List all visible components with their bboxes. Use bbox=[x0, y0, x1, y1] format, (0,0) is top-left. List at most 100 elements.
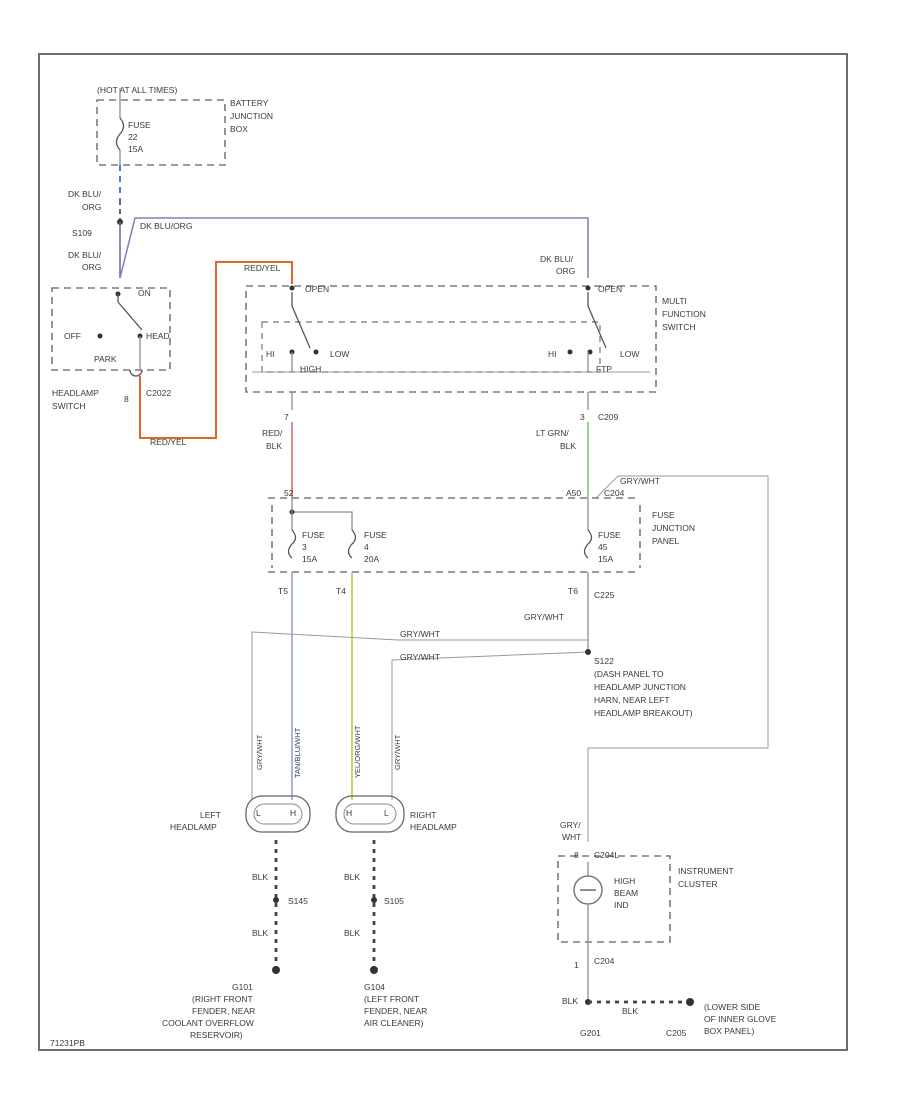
ground-g101-symbol bbox=[272, 966, 280, 974]
battery-box-name-3: BOX bbox=[230, 124, 248, 134]
right-pos-label: FTP bbox=[596, 364, 612, 374]
fuse-3-rating: 15A bbox=[302, 554, 317, 564]
diagram-frame bbox=[38, 53, 848, 1051]
crossover-wire bbox=[119, 217, 589, 279]
g201-location-3: BOX PANEL) bbox=[704, 1026, 755, 1036]
wire-above-splice-2: ORG bbox=[82, 202, 101, 212]
g104-line-3: FENDER, NEAR bbox=[364, 1006, 427, 1016]
left-ground-path: BLK S145 BLK G101 (RIGHT FRONT FENDER, N… bbox=[162, 840, 308, 1040]
ground-g201-label: G201 bbox=[580, 1028, 601, 1038]
cluster-connector-right: C205 bbox=[666, 1028, 687, 1038]
g101-line-5: RESERVOIR) bbox=[190, 1030, 243, 1040]
headlamp-switch-name-1: HEADLAMP bbox=[52, 388, 99, 398]
fuse-panel-name-1: FUSE bbox=[652, 510, 675, 520]
fuse-4-symbol bbox=[347, 529, 357, 559]
splice-wire-a: GRY/WHT bbox=[400, 629, 440, 639]
headlamp-switch: ON OFF HEAD PARK 8 C2022 HEADLAMP SWITCH bbox=[51, 287, 171, 411]
left-contact-label: OPEN bbox=[305, 284, 329, 294]
fuse-3-symbol bbox=[287, 529, 297, 559]
wire-above-splice-1: DK BLU/ bbox=[68, 189, 102, 199]
splice-s122-node bbox=[585, 649, 591, 655]
cluster-ground-wire-label: BLK bbox=[562, 996, 578, 1006]
g201-location-1: (LOWER SIDE bbox=[704, 1002, 761, 1012]
loop-wire-label: GRY/WHT bbox=[620, 476, 660, 486]
fuse-3-number: 3 bbox=[302, 542, 307, 552]
cluster-pin-bottom: 1 bbox=[574, 960, 579, 970]
fuse-45-label: FUSE bbox=[598, 530, 621, 540]
right-contact-label: OPEN bbox=[598, 284, 622, 294]
splice-s122-name-2: (DASH PANEL TO bbox=[594, 669, 664, 679]
fuse-45-symbol bbox=[583, 529, 593, 559]
indicator-line-1: HIGH bbox=[614, 876, 635, 886]
fuse-22-symbol bbox=[115, 117, 125, 151]
park-position: PARK bbox=[94, 354, 117, 364]
left-lamp-gry-wire: GRY/WHT bbox=[255, 734, 264, 770]
right-lamp-color-wire: YEL/ORG/WHT bbox=[353, 725, 362, 778]
mfs-name-2: FUNCTION bbox=[662, 309, 706, 319]
g101-line-3: FENDER, NEAR bbox=[192, 1006, 255, 1016]
fuse-4-number: 4 bbox=[364, 542, 369, 552]
hot-at-all-times-label: (HOT AT ALL TIMES) bbox=[97, 85, 177, 95]
right-lamp-lo: L bbox=[384, 808, 389, 818]
fuse-45-number: 45 bbox=[598, 542, 608, 552]
right-headlamp-name-1: RIGHT bbox=[410, 810, 436, 820]
left-hi-label: HI bbox=[266, 349, 275, 359]
ground-g104-symbol bbox=[370, 966, 378, 974]
right-hi-label: HI bbox=[548, 349, 557, 359]
right-switch-arm bbox=[587, 305, 607, 349]
right-feed-connector: C209 bbox=[598, 412, 619, 422]
headlamp-switch-connector: C2022 bbox=[146, 388, 171, 398]
cluster-connector-bottom: C204 bbox=[594, 956, 615, 966]
left-ground-blk1: BLK bbox=[252, 872, 268, 882]
g201-location-2: OF INNER GLOVE bbox=[704, 1014, 777, 1024]
panel-left-pin: 52 bbox=[284, 488, 294, 498]
fuse-45-output-pin: T6 bbox=[568, 586, 578, 596]
indicator-line-3: IND bbox=[614, 900, 629, 910]
battery-box-name-2: JUNCTION bbox=[230, 111, 273, 121]
splice-s122-name-1: S122 bbox=[594, 656, 614, 666]
left-headlamp-name-2: HEADLAMP bbox=[170, 822, 217, 832]
right-headlamp-name-2: HEADLAMP bbox=[410, 822, 457, 832]
left-headlamp-name-1: LEFT bbox=[200, 810, 221, 820]
splice-wire-c: GRY/WHT bbox=[524, 612, 564, 622]
cluster-name-1: INSTRUMENT bbox=[678, 866, 734, 876]
right-lamp-gry-wire: GRY/WHT bbox=[393, 734, 402, 770]
wire-below-splice-2: ORG bbox=[82, 262, 101, 272]
left-lamp-hi: H bbox=[290, 808, 296, 818]
g104-line-1: G104 bbox=[364, 982, 385, 992]
ground-g201-symbol bbox=[686, 998, 694, 1006]
fuse-22-number: 22 bbox=[128, 132, 138, 142]
mfs-right-wire-1: DK BLU/ bbox=[540, 254, 574, 264]
headlamp-switch-pin: 8 bbox=[124, 394, 129, 404]
left-feed-wire-1: RED/ bbox=[262, 428, 283, 438]
head-position: HEAD bbox=[146, 331, 170, 341]
left-low-label: LOW bbox=[330, 349, 349, 359]
instrument-cluster: GRY/ WHT 8 C204L HIGH BEAM IND INSTRUMEN… bbox=[557, 820, 777, 1038]
mid-ground-splice: S105 bbox=[384, 896, 404, 906]
left-headlamp: L H LEFT HEADLAMP bbox=[170, 795, 311, 833]
diagram-id: 71231PB bbox=[50, 1038, 85, 1048]
right-feed-wire-2: BLK bbox=[560, 441, 576, 451]
splice-s122-name-5: HEADLAMP BREAKOUT) bbox=[594, 708, 693, 718]
cluster-pin-top: 8 bbox=[574, 850, 579, 860]
mfs-name-1: MULTI bbox=[662, 296, 687, 306]
splice-s109-label: S109 bbox=[72, 228, 92, 238]
g101-line-1: G101 bbox=[232, 982, 253, 992]
battery-junction-box: (HOT AT ALL TIMES) BATTERY JUNCTION BOX … bbox=[96, 85, 273, 166]
fuse-4-output-pin: T4 bbox=[336, 586, 346, 596]
right-headlamp: H L RIGHT HEADLAMP bbox=[335, 795, 457, 833]
headlamp-switch-contact: ON bbox=[138, 288, 151, 298]
g104-line-2: (LEFT FRONT bbox=[364, 994, 419, 1004]
off-position: OFF bbox=[64, 331, 81, 341]
headlamp-switch-name-2: SWITCH bbox=[52, 401, 86, 411]
loop-wire-to-cluster bbox=[587, 475, 769, 842]
right-feed-pin: 3 bbox=[580, 412, 585, 422]
indicator-line-2: BEAM bbox=[614, 888, 638, 898]
mfs-right-wire-2: ORG bbox=[556, 266, 575, 276]
cluster-ground-wire-label-2: BLK bbox=[622, 1006, 638, 1016]
fuse-panel-name-3: PANEL bbox=[652, 536, 680, 546]
g104-line-4: AIR CLEANER) bbox=[364, 1018, 424, 1028]
fuse-3-output-pin: T5 bbox=[278, 586, 288, 596]
output-wire-top-label: RED/YEL bbox=[244, 263, 281, 273]
